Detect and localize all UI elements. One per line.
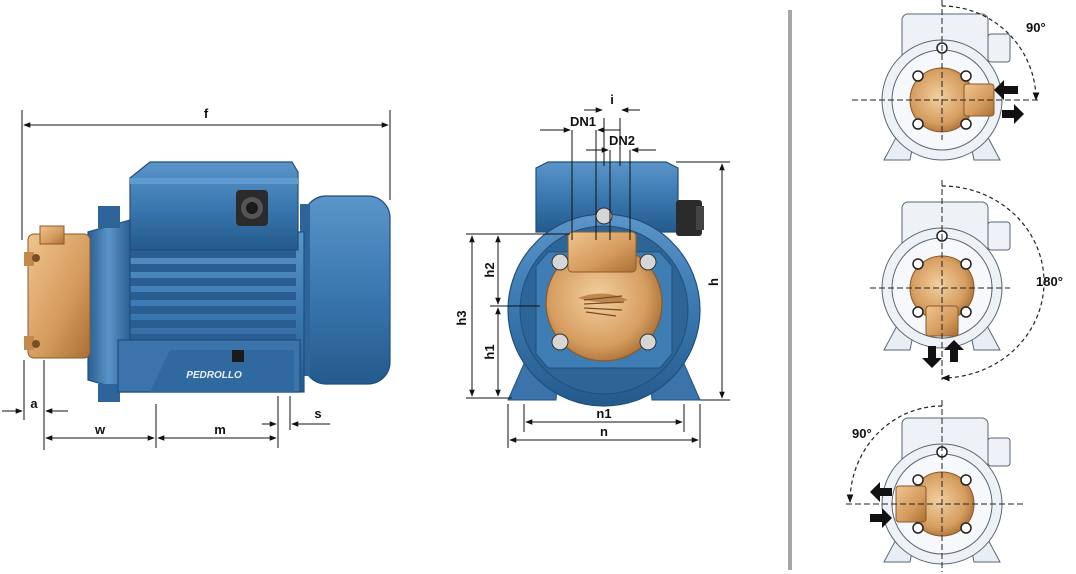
housing-bolt-top (98, 206, 120, 228)
label-m: m (214, 422, 226, 437)
motor-end-cap (303, 195, 391, 385)
brand-logo: PEDROLLO (186, 370, 242, 381)
label-h1: h1 (482, 344, 497, 359)
brass-port-block (567, 231, 637, 273)
label-f: f (204, 106, 209, 121)
end-cap-rim (300, 204, 310, 376)
rotation-view-90-a: 90° (852, 0, 1046, 161)
label-a: a (30, 396, 38, 411)
base-screw (232, 350, 244, 362)
rotation-label-3: 90° (852, 426, 872, 441)
front-bolts (551, 207, 657, 351)
label-w: w (94, 422, 106, 437)
rotation-view-180: 180° (870, 180, 1063, 382)
rotation-label-1: 90° (1026, 20, 1046, 35)
label-dn1: DN1 (570, 114, 596, 129)
cooling-fins (128, 250, 296, 342)
side-view: PEDROLLO f a w m s (2, 106, 391, 450)
label-dn2: DN2 (609, 133, 635, 148)
label-h3: h3 (454, 310, 469, 325)
label-n1: n1 (596, 406, 611, 421)
base-plate (150, 350, 294, 392)
terminal-box (129, 161, 299, 251)
impeller-lines (583, 295, 625, 317)
label-h2: h2 (482, 262, 497, 277)
terminal-box-lid-edge (130, 178, 298, 184)
label-h: h (706, 278, 721, 286)
label-n: n (600, 424, 608, 439)
front-cable-gland (676, 200, 704, 236)
cable-gland (236, 190, 268, 226)
front-view: i DN1 DN2 h h3 h2 h1 n1 n (454, 92, 730, 448)
housing-bolt-bottom (98, 384, 120, 402)
label-s: s (314, 406, 321, 421)
rotation-label-2: 180° (1036, 274, 1063, 289)
label-i: i (610, 92, 614, 107)
rotation-view-90-b: 90° (846, 400, 1024, 572)
brass-pump-head (24, 225, 91, 359)
